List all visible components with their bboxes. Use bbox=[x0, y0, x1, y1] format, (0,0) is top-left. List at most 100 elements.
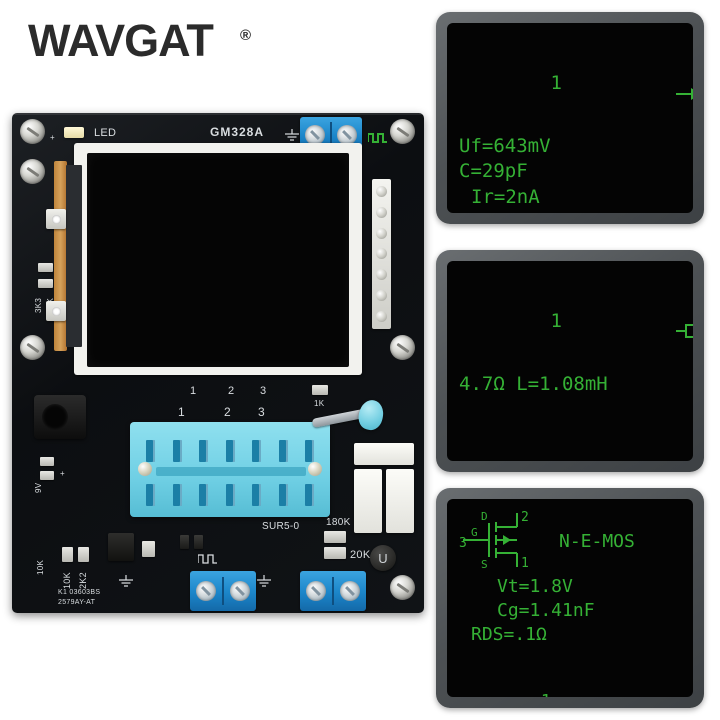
zif-pin-row-bottom bbox=[146, 484, 314, 506]
terminal-screw-2[interactable] bbox=[337, 125, 357, 145]
terminal-block-bottom-left[interactable] bbox=[190, 571, 256, 611]
svg-text:2: 2 bbox=[521, 510, 529, 525]
lcd-driver-ic bbox=[66, 165, 82, 347]
status-led bbox=[64, 127, 84, 138]
zif-pin bbox=[252, 484, 261, 506]
smd-resistor-a bbox=[38, 263, 53, 272]
brand-logo: WAVGAT ® bbox=[28, 15, 251, 66]
zif-pin-row-top bbox=[146, 440, 314, 462]
zif-pin bbox=[278, 484, 288, 506]
zif-pin bbox=[146, 484, 155, 506]
pin-header-right[interactable] bbox=[372, 179, 391, 329]
white-connector-left[interactable] bbox=[354, 469, 382, 533]
mounting-screw-bottom-right bbox=[390, 575, 415, 600]
zif-pin bbox=[199, 440, 208, 462]
zif-center-slot bbox=[156, 467, 306, 476]
silk-9v: 9V bbox=[34, 482, 43, 493]
silk-plus-2: + bbox=[60, 469, 65, 478]
smd-resistor-20k bbox=[324, 547, 346, 559]
terminal-screw-5[interactable] bbox=[306, 581, 326, 601]
header-pin[interactable] bbox=[376, 185, 387, 197]
silk-180k: 180K bbox=[326, 517, 351, 528]
button-left-upper[interactable] bbox=[46, 209, 66, 229]
pin-number-1: 1 bbox=[190, 385, 197, 397]
silk-plus: + bbox=[50, 133, 55, 142]
smd-part-h bbox=[62, 547, 73, 562]
mosfet-body-diode-row: 1 2 Uf=612mV bbox=[459, 657, 693, 697]
smd-resistor-b bbox=[38, 279, 53, 288]
silk-10k-left: 10K bbox=[36, 559, 45, 575]
dc-power-jack[interactable] bbox=[34, 395, 86, 439]
diode-pin-left: 1 bbox=[550, 72, 562, 95]
square-wave-symbol-icon bbox=[368, 133, 387, 143]
ground-symbol-left-icon bbox=[119, 575, 133, 587]
zif-pin bbox=[146, 440, 155, 462]
pin-number-3: 3 bbox=[260, 385, 267, 397]
smd-part-d bbox=[40, 471, 54, 480]
silk-1k: 1K bbox=[314, 399, 325, 408]
mosfet-rds: RDS=.1Ω bbox=[471, 623, 547, 645]
inductor-pin-row: 1 2 bbox=[459, 271, 693, 372]
diode-forward-voltage: Uf=643mV bbox=[459, 135, 551, 158]
diode-capacitance: C=29pF bbox=[459, 160, 528, 183]
terminal-screw-6[interactable] bbox=[340, 581, 360, 601]
terminal-divider bbox=[332, 576, 334, 606]
smd-part-i bbox=[78, 547, 89, 562]
silk-2k2: 2K2 bbox=[78, 572, 88, 589]
diode-symbol bbox=[562, 58, 693, 109]
header-pin[interactable] bbox=[376, 310, 387, 322]
zif-socket[interactable] bbox=[130, 422, 330, 517]
button-left-lower[interactable] bbox=[46, 301, 66, 321]
zif-label-1: 1 bbox=[178, 405, 185, 419]
mounting-screw-upper-left bbox=[20, 159, 45, 184]
svg-text:S: S bbox=[481, 558, 488, 571]
zif-pin bbox=[172, 484, 182, 506]
display-screen-diode: 1 3 Uf=643mV C=29pF Ir=2nA bbox=[447, 23, 693, 213]
silk-led-label: LED bbox=[94, 127, 117, 139]
ground-symbol-right-icon bbox=[257, 575, 271, 587]
header-pin[interactable] bbox=[376, 206, 387, 218]
zif-pin bbox=[252, 440, 261, 462]
pcb-edge-highlight bbox=[12, 113, 424, 115]
terminal-divider bbox=[330, 122, 332, 148]
svg-text:G: G bbox=[471, 526, 478, 539]
zif-screw-right bbox=[308, 462, 322, 476]
terminal-block-top[interactable] bbox=[300, 117, 362, 153]
mosfet-spacer bbox=[459, 647, 681, 657]
display-panel-mosfet: D G S 3 2 1 N-E-MOS Vt=1.8V Cg=1.41nF RD… bbox=[436, 488, 704, 708]
resistor-inductor-symbol bbox=[562, 296, 693, 347]
terminal-block-bottom-right[interactable] bbox=[300, 571, 366, 611]
header-pin[interactable] bbox=[376, 269, 387, 281]
mounting-screw-lower-right bbox=[390, 335, 415, 360]
test-button[interactable]: U bbox=[370, 545, 396, 571]
terminal-screw-4[interactable] bbox=[230, 581, 250, 601]
smd-part-g bbox=[194, 535, 203, 549]
zif-screw-left bbox=[138, 462, 152, 476]
terminal-screw-1[interactable] bbox=[305, 125, 325, 145]
svg-text:3: 3 bbox=[459, 536, 467, 551]
body-diode-pin-left: 1 bbox=[541, 692, 551, 697]
silk-part-code-2: 2579AY-AT bbox=[58, 599, 96, 606]
inductor-resistance-inductance: 4.7Ω L=1.08mH bbox=[459, 373, 608, 396]
smd-part-f bbox=[180, 535, 189, 549]
inductor-pin-left: 1 bbox=[550, 310, 562, 333]
header-pin[interactable] bbox=[376, 227, 387, 239]
zif-lever-knob[interactable] bbox=[356, 397, 386, 433]
white-connector-top[interactable] bbox=[354, 443, 414, 465]
diode-reverse-current: Ir=2nA bbox=[471, 185, 540, 208]
display-panel-inductor: 1 2 4.7Ω L=1.08mH bbox=[436, 250, 704, 472]
mosfet-gate-capacitance: Cg=1.41nF bbox=[497, 599, 595, 621]
brand-name: WAVGAT bbox=[28, 15, 214, 66]
svg-text:D: D bbox=[481, 510, 488, 523]
mounting-screw-lower-left bbox=[20, 335, 45, 360]
n-e-mos-symbol: D G S 3 2 1 bbox=[459, 509, 551, 575]
header-pin[interactable] bbox=[376, 290, 387, 302]
registered-trademark-icon: ® bbox=[240, 27, 251, 44]
zif-pin bbox=[172, 440, 182, 462]
terminal-divider bbox=[222, 576, 224, 606]
header-pin[interactable] bbox=[376, 248, 387, 260]
terminal-screw-3[interactable] bbox=[196, 581, 216, 601]
lcd-module bbox=[74, 143, 362, 375]
white-connector-right[interactable] bbox=[386, 469, 414, 533]
zif-pin bbox=[305, 440, 314, 462]
